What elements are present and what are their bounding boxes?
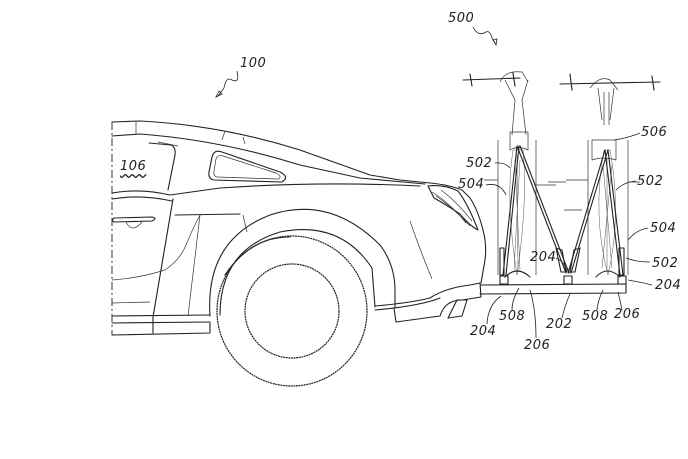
support-arm-left-inner [516, 145, 570, 274]
rocker-panel [111, 314, 211, 336]
arm-extension-left [499, 247, 505, 276]
wheel-arch [209, 208, 396, 317]
exhaust-tip [447, 299, 468, 319]
label-204-left: 204 [470, 324, 497, 339]
label-206-right: 206 [614, 307, 641, 322]
rear-tire [216, 235, 368, 387]
label-204-center: 204 [530, 250, 557, 265]
beltline [111, 183, 421, 196]
bicycle-left [462, 71, 566, 278]
label-500: 500 [448, 11, 475, 26]
rear-quarter [429, 182, 487, 284]
roof-inner-line [111, 133, 426, 185]
leader-100 [217, 70, 239, 97]
rear-wheel-rim [244, 263, 340, 359]
support-arm-right-outer [604, 149, 624, 276]
label-206-left: 206 [524, 338, 551, 353]
arm-extension-right [618, 247, 625, 276]
label-202: 202 [546, 317, 573, 332]
label-506: 506 [641, 125, 668, 140]
label-504-left: 504 [458, 177, 485, 192]
label-508-left: 508 [499, 309, 526, 324]
leader-500 [472, 26, 496, 44]
wheel-cradle-left [504, 270, 531, 278]
wheel-cradle-right [595, 270, 621, 278]
label-504-right: 504 [650, 221, 677, 236]
label-100: 100 [240, 56, 267, 71]
upright-post-center [563, 275, 573, 285]
door-edge [152, 198, 174, 334]
tail-lamp [427, 185, 479, 231]
b-pillar [148, 142, 176, 191]
left-bike-wheel [509, 149, 525, 276]
upright-post-left [499, 275, 509, 285]
vehicle [111, 120, 487, 387]
upright-post-right [617, 275, 627, 285]
label-502-right-upper: 502 [637, 174, 664, 189]
label-508-right: 508 [582, 309, 609, 324]
label-502-right-lower: 502 [652, 256, 679, 271]
support-arm-left-outer [502, 145, 520, 276]
label-106: 106 [120, 159, 147, 174]
label-502-left: 502 [466, 156, 493, 171]
right-bike-wheel [598, 149, 616, 276]
roof-line [111, 120, 431, 184]
quarter-window [208, 150, 287, 183]
leader-lines [485, 132, 653, 339]
label-204-right: 204 [655, 278, 682, 293]
support-arm-right-inner [567, 149, 609, 274]
door-handle [111, 216, 156, 223]
bicycle-carrier [462, 71, 661, 295]
rear-bumper [374, 282, 482, 323]
hitch-bar [479, 283, 627, 295]
